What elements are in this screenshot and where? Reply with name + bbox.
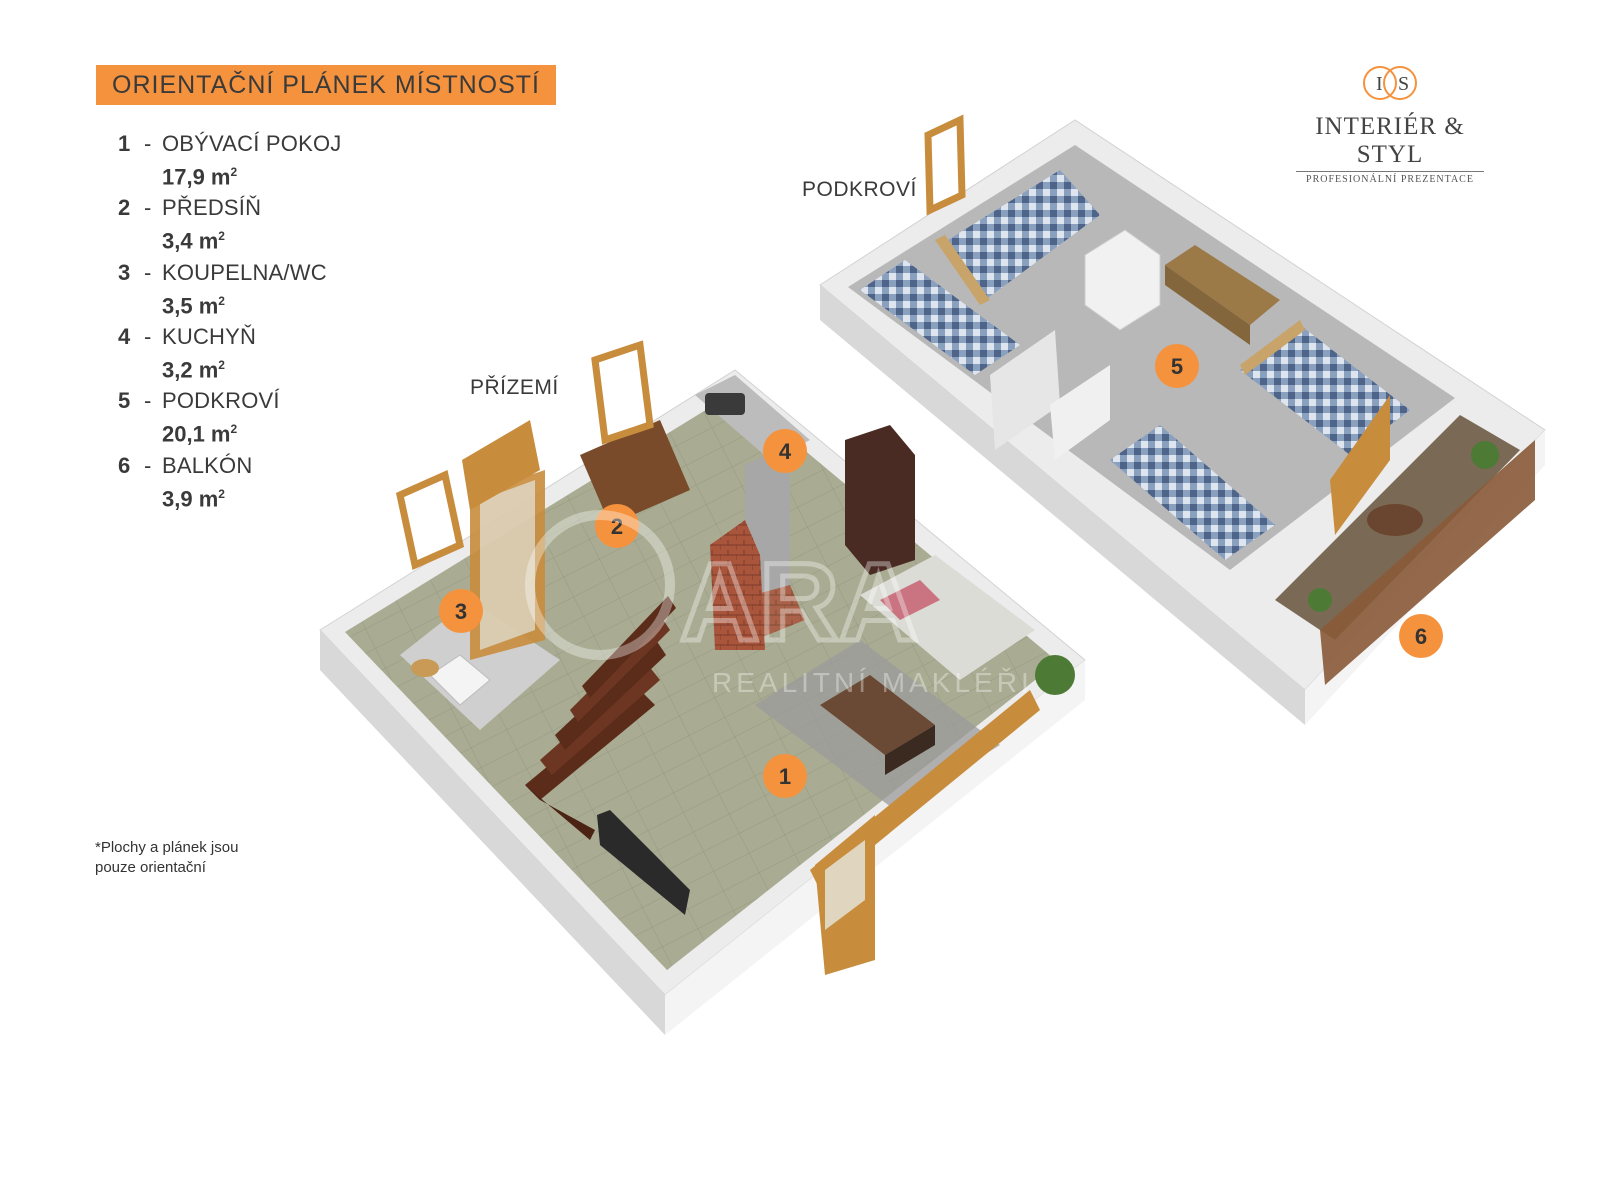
svg-text:I: I — [1376, 73, 1383, 95]
balcony-plant — [1308, 588, 1332, 612]
tv — [597, 810, 690, 915]
legend-dash: - — [144, 195, 152, 221]
legend-item: 3-KOUPELNA/WC 3,5 m2 — [118, 259, 341, 320]
balcony-door — [1330, 395, 1390, 535]
window-kitchen — [591, 340, 654, 445]
legend-room-name: KUCHYŇ — [162, 323, 257, 349]
legend-number: 5 — [118, 388, 131, 414]
bed — [940, 170, 1100, 300]
legend-room-name: KOUPELNA/WC — [162, 259, 327, 285]
legend-dash: - — [144, 131, 152, 156]
legend-number: 2 — [118, 195, 131, 221]
legend-number: 3 — [118, 259, 131, 285]
room-marker-2: 2 — [595, 504, 639, 548]
attic-cabinet — [1084, 229, 1161, 331]
svg-text:4: 4 — [779, 439, 792, 464]
bed-frame — [935, 235, 990, 305]
legend-area: 3,2 m2 — [162, 357, 225, 383]
fireplace-hearth — [735, 585, 805, 640]
disclaimer-note: *Plochy a plánek jsou pouze orientační — [95, 839, 239, 876]
plan-title: ORIENTAČNÍ PLÁNEK MÍSTNOSTÍ — [112, 70, 540, 99]
plan-title-bar: ORIENTAČNÍ PLÁNEK MÍSTNOSTÍ — [96, 65, 556, 105]
bed-frame — [1240, 320, 1305, 375]
bed — [1110, 425, 1275, 560]
shower-glass — [480, 480, 535, 650]
bathroom-floor — [400, 600, 560, 730]
staircase — [525, 596, 676, 840]
svg-text:S: S — [1398, 73, 1409, 95]
svg-text:2: 2 — [611, 514, 623, 539]
attic-wall-left-face — [820, 285, 1305, 725]
entry-door-top — [462, 420, 540, 510]
legend-dash: - — [144, 388, 152, 414]
floor-label-attic: PODKROVÍ — [802, 178, 917, 201]
bathroom-sink — [429, 654, 491, 706]
window-bathroom — [395, 470, 465, 570]
legend-item: 2-PŘEDSÍŇ 3,4 m2 — [118, 194, 341, 255]
legend-room-name: PŘEDSÍŇ — [162, 195, 262, 221]
ara-watermark: ARA REALITNÍ MAKLÉŘI — [525, 510, 1033, 698]
legend-area: 17,9 m2 — [162, 164, 238, 190]
stair-opening-wall — [1050, 365, 1110, 460]
bookshelf — [845, 425, 915, 575]
balcony-plant — [1471, 441, 1499, 469]
legend-area: 3,9 m2 — [162, 485, 225, 511]
watermark-brand: ARA — [680, 541, 918, 664]
legend-room-name: PODKROVÍ — [162, 388, 280, 414]
svg-text:3: 3 — [455, 599, 467, 624]
stair-opening-wall — [990, 330, 1060, 450]
legend-room-name: OBÝVACÍ POKOJ — [162, 131, 342, 156]
legend-room-name: BALKÓN — [162, 452, 253, 478]
legend-dash: - — [144, 452, 152, 478]
toilet-lid — [411, 659, 439, 677]
ground-floor — [319, 340, 1086, 1035]
legend-item: 5-PODKROVÍ 20,1 m2 — [118, 387, 341, 448]
svg-text:1: 1 — [779, 764, 791, 789]
dresser — [1165, 245, 1280, 325]
watermark-subtitle: REALITNÍ MAKLÉŘI — [712, 667, 1033, 698]
legend-dash: - — [144, 323, 152, 349]
svg-text:5: 5 — [1171, 354, 1183, 379]
floor-label-ground: PŘÍZEMÍ — [470, 376, 559, 399]
dresser-front — [1165, 265, 1250, 345]
legend-item: 4-KUCHYŇ 3,2 m2 — [118, 323, 341, 384]
interier-styl-logo: I S INTERIÉR & STYL PROFESIONÁLNÍ PREZEN… — [1290, 62, 1490, 185]
ground-wall-left-face — [320, 630, 665, 1035]
room-marker-4: 4 — [763, 429, 807, 473]
legend-number: 1 — [118, 131, 131, 156]
room-marker-1: 1 — [763, 754, 807, 798]
room-marker-3: 3 — [439, 589, 483, 633]
plant — [1035, 655, 1075, 695]
logo-subtitle: PROFESIONÁLNÍ PREZENTACE — [1296, 171, 1484, 185]
bed — [860, 260, 1020, 375]
legend-number: 4 — [118, 323, 131, 349]
terrace-door-glass — [825, 840, 865, 930]
legend-number: 6 — [118, 452, 131, 478]
attic-floor — [819, 114, 1546, 725]
coffee-table — [820, 675, 935, 755]
legend-item: 1-OBÝVACÍ POKOJ 17,9 m2 — [118, 130, 341, 191]
balcony-railing — [1320, 440, 1535, 685]
sofa-pillow — [880, 580, 940, 620]
monogram-icon: I S — [1363, 66, 1417, 100]
cooktop — [705, 393, 745, 415]
room-markers: 1 2 3 4 5 6 — [439, 344, 1443, 798]
room-marker-5: 5 — [1155, 344, 1199, 388]
legend-area: 3,5 m2 — [162, 292, 225, 318]
hallway-wardrobe — [580, 420, 690, 525]
legend-area: 20,1 m2 — [162, 421, 238, 447]
logo-name: INTERIÉR & STYL — [1315, 113, 1465, 168]
bed — [1240, 325, 1410, 455]
attic-window — [924, 114, 966, 216]
room-legend: 1-OBÝVACÍ POKOJ 17,9 m2 2-PŘEDSÍŇ 3,4 m2… — [118, 130, 341, 516]
legend-item: 6-BALKÓN 3,9 m2 — [118, 452, 341, 513]
svg-text:6: 6 — [1415, 624, 1427, 649]
balcony-table — [1367, 504, 1423, 536]
coffee-table-side — [885, 725, 935, 775]
sofa — [860, 555, 1035, 680]
legend-dash: - — [144, 259, 152, 285]
legend-area: 3,4 m2 — [162, 228, 225, 254]
room-marker-6: 6 — [1399, 614, 1443, 658]
